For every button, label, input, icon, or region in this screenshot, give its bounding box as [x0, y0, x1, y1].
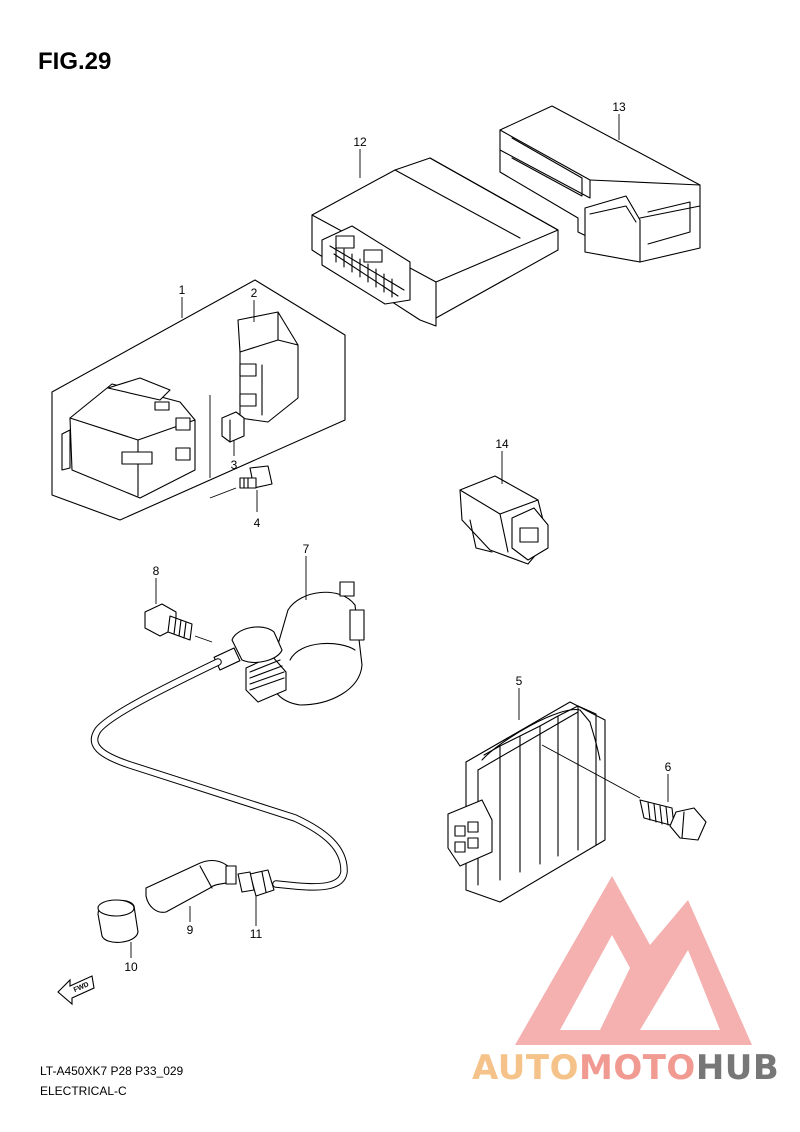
- callout-7: 7: [303, 542, 310, 556]
- watermark-logo-cutout-right: [640, 950, 720, 1030]
- section-name: ELECTRICAL-C: [40, 1084, 127, 1098]
- callout-8: 8: [153, 564, 160, 578]
- part-9-plug-boot[interactable]: [145, 859, 237, 913]
- part-8-guide-line: [194, 635, 213, 643]
- part-1-relay[interactable]: [61, 377, 196, 499]
- callout-13: 13: [612, 100, 626, 114]
- part-2-relay-holder[interactable]: [237, 311, 299, 423]
- watermark-logo: [515, 876, 752, 1045]
- part-5-regulator-rectifier[interactable]: [447, 701, 606, 903]
- part-1-relay-assembly-box: [51, 279, 346, 521]
- leader-lines: [130, 114, 669, 958]
- watermark-text-auto: AUTO: [472, 1048, 579, 1088]
- callout-10: 10: [124, 960, 138, 974]
- callout-12: 12: [353, 135, 367, 149]
- callout-4: 4: [254, 516, 261, 530]
- part-14-connector[interactable]: [459, 475, 549, 565]
- watermark-text-moto: MOTO: [578, 1048, 696, 1088]
- part-3-clip[interactable]: [221, 411, 245, 443]
- callout-numbers: 1 2 3 4 5 6 7 8 9 11 10 12 13 14: [124, 100, 671, 974]
- fwd-direction-arrow: FWD: [57, 975, 95, 1006]
- callout-3: 3: [231, 458, 238, 472]
- part-4-guide-line: [209, 487, 237, 499]
- part-4-bolt[interactable]: [239, 465, 273, 489]
- part-13-ecm-cover[interactable]: [499, 105, 701, 263]
- part-6-bolt[interactable]: [639, 799, 707, 841]
- figure-title: FIG.29: [38, 48, 112, 75]
- callout-14: 14: [495, 437, 509, 451]
- callout-6: 6: [665, 760, 672, 774]
- part-12-ecm-unit[interactable]: [311, 157, 559, 327]
- part-7-ignition-coil[interactable]: [213, 581, 365, 706]
- part-6-guide-line: [541, 744, 641, 799]
- watermark-logo-shape: [515, 876, 752, 1045]
- part-8-bolt[interactable]: [144, 603, 193, 641]
- part-11-cable-cap[interactable]: [237, 869, 275, 897]
- part-10-plug-cap[interactable]: [97, 899, 139, 943]
- callout-5: 5: [516, 674, 523, 688]
- watermark-text-hub: HUB: [695, 1048, 780, 1088]
- watermark-logo-cutout-left: [560, 935, 630, 1030]
- ignition-cable[interactable]: [91, 659, 347, 890]
- model-code: LT-A450XK7 P28 P33_029: [40, 1064, 184, 1078]
- callout-2: 2: [251, 286, 258, 300]
- callout-11: 11: [250, 927, 263, 941]
- callout-9: 9: [187, 923, 194, 937]
- watermark-text: AUTOMOTOHUB: [472, 1048, 779, 1088]
- callout-1: 1: [179, 283, 186, 297]
